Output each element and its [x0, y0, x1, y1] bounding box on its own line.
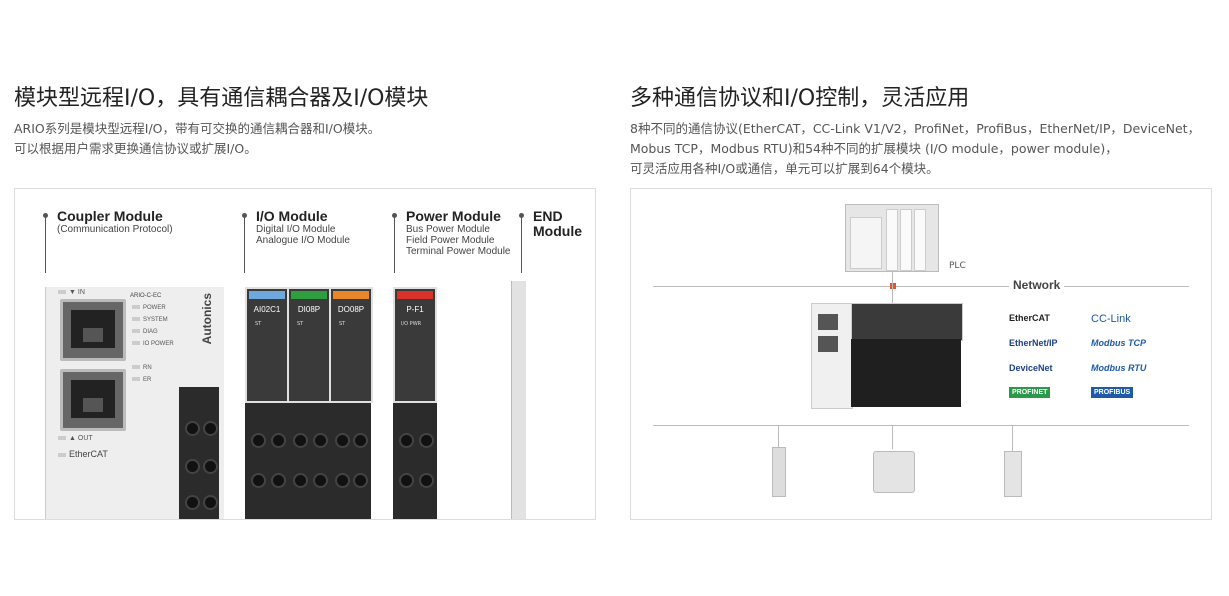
- ethernet-ip-logo: EtherNet/IP: [1009, 338, 1058, 348]
- plc-label: PLC: [949, 261, 966, 271]
- power-module-pf1: P-F1 I/O PWR: [393, 287, 437, 403]
- io-module-di08p: DI08P ST: [287, 287, 331, 403]
- network-label: Network: [1009, 278, 1065, 292]
- ethernet-port-in: [60, 299, 126, 361]
- ethernet-port-out: [60, 369, 126, 431]
- actuator-device: [1004, 451, 1022, 497]
- leader-line: [394, 215, 395, 273]
- coupler-label: Coupler Module (Communication Protocol): [57, 208, 173, 236]
- connection-point: [890, 283, 896, 289]
- left-description: ARIO系列是模块型远程I/O，带有可交换的通信耦合器和I/O模块。 可以根据用…: [14, 121, 381, 156]
- end-module: [511, 281, 526, 519]
- led-system: SYSTEM: [132, 317, 168, 323]
- leader-line: [244, 215, 245, 273]
- leader-line: [45, 215, 46, 273]
- terminal-block: [245, 401, 371, 519]
- leader-line: [521, 215, 522, 273]
- led-er: ER: [132, 377, 151, 383]
- module-diagram-panel: Coupler Module (Communication Protocol) …: [14, 188, 596, 520]
- brand-logo: Autonics: [200, 293, 214, 345]
- modbus-rtu-logo: Modbus RTU: [1091, 363, 1147, 373]
- out-label: ▲ OUT: [58, 435, 93, 442]
- module-cap: [249, 291, 285, 299]
- led-io-power: IO POWER: [132, 341, 174, 347]
- io-label: I/O Module Digital I/O Module Analogue I…: [256, 208, 350, 247]
- right-description: 8种不同的通信协议(EtherCAT，CC-Link V1/V2，ProfiNe…: [630, 121, 1201, 176]
- profibus-logo: PROFIBUS: [1091, 387, 1134, 398]
- cc-link-logo: CC-Link: [1091, 313, 1131, 325]
- in-label: ▼ IN: [58, 289, 85, 296]
- network-line: [653, 286, 1189, 287]
- led-power: POWER: [132, 305, 166, 311]
- right-title: 多种通信协议和I/O控制，灵活应用: [630, 86, 970, 111]
- profinet-logo: PROFINET: [1009, 387, 1051, 398]
- field-line: [653, 425, 1189, 426]
- network-diagram-panel: PLC Network EtherCAT CC-Link EtherNet/IP…: [630, 188, 1212, 520]
- ario-io-modules: [851, 303, 963, 341]
- left-title: 模块型远程I/O，具有通信耦合器及I/O模块: [14, 86, 429, 111]
- module-cap: [291, 291, 327, 299]
- end-label: END Module: [533, 208, 582, 239]
- hmi-device: [873, 451, 915, 493]
- io-module-ai02c1: AI02C1 ST: [245, 287, 289, 403]
- module-cap: [333, 291, 369, 299]
- sensor-device: [772, 447, 786, 497]
- led-rn: RN: [132, 365, 152, 371]
- power-label: Power Module Bus Power Module Field Powe…: [406, 208, 511, 258]
- terminal-block: [393, 401, 437, 519]
- devicenet-logo: DeviceNet: [1009, 363, 1053, 373]
- ethercat-mark: EtherCAT: [58, 449, 108, 459]
- ario-coupler: [811, 303, 853, 409]
- ethercat-logo: EtherCAT: [1009, 313, 1050, 323]
- module-cap: [397, 291, 433, 299]
- model-label: ARIO-C-EC: [130, 293, 162, 299]
- plc-unit: [845, 204, 939, 272]
- ario-terminals: [851, 339, 961, 407]
- led-diag: DIAG: [132, 329, 158, 335]
- io-module-do08p: DO08P ST: [329, 287, 373, 403]
- modbus-tcp-logo: Modbus TCP: [1091, 338, 1146, 348]
